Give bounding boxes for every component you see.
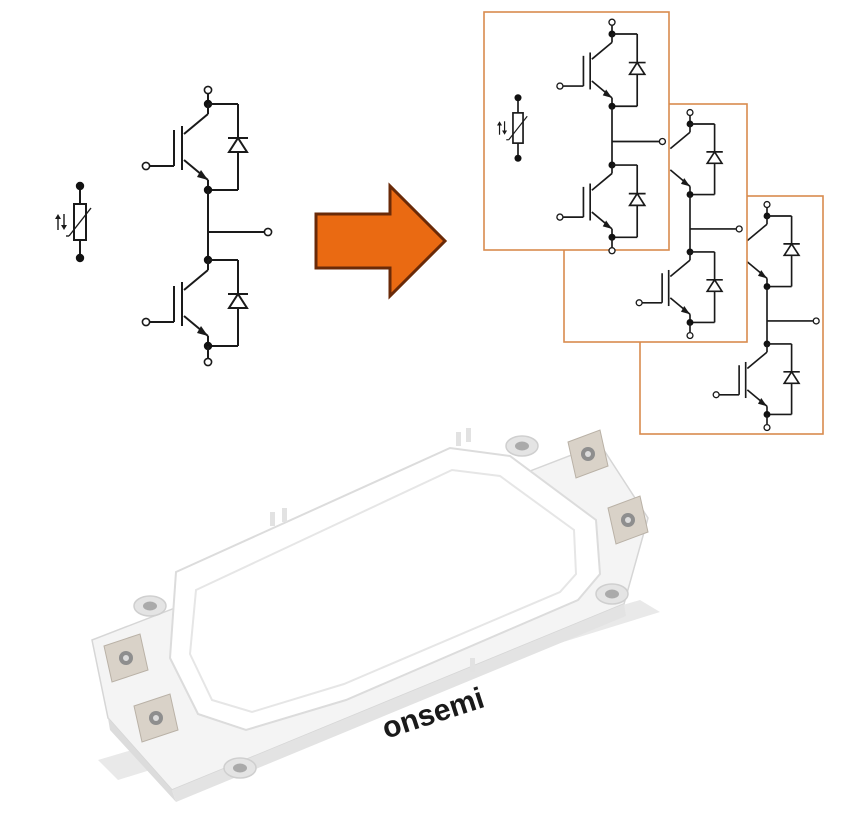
schematic-panel-1 (483, 11, 670, 254)
right-arrow-icon (314, 182, 448, 300)
half-bridge-schematic (142, 86, 271, 365)
ntc-thermistor-icon (54, 180, 92, 264)
power-module-illustration: onsemi (91, 428, 660, 802)
